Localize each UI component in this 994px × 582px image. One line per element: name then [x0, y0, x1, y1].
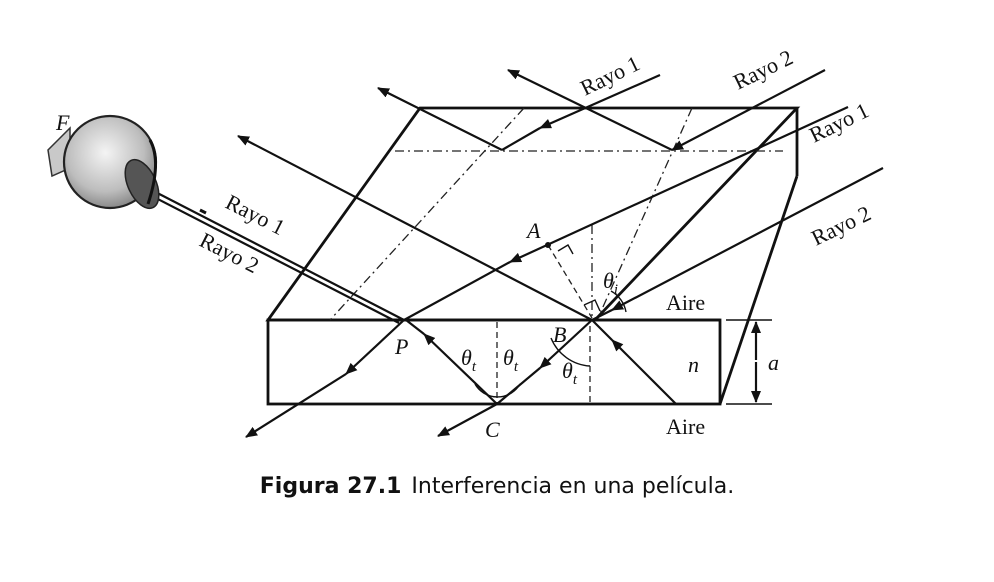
wavefront-a-b	[547, 244, 593, 319]
ray2-reflected-at-c	[423, 333, 498, 405]
ray1-refracted-at-p	[345, 319, 405, 375]
label-ray2-right: Rayo 2	[807, 200, 875, 250]
transmitted-at-c	[437, 403, 498, 437]
figure-caption: Figura 27.1 Interferencia en una película…	[0, 474, 994, 499]
label-focus: F	[55, 110, 70, 135]
label-point-p: P	[394, 334, 408, 359]
film-slab	[265, 106, 801, 406]
inner-ray-to-b	[611, 339, 677, 405]
label-index-n: n	[688, 352, 699, 377]
label-theta-t-b: θt	[562, 358, 578, 388]
right-angle-mark-a	[557, 244, 574, 255]
ray2-incident-top	[671, 69, 826, 151]
caption-number: Figura 27.1	[259, 474, 402, 499]
label-theta-t-left: θt	[461, 345, 477, 375]
label-point-b: B	[553, 322, 566, 347]
label-point-a: A	[525, 218, 541, 243]
ray2-reflected-top	[507, 69, 673, 151]
inner-ray-to-b-end	[591, 319, 613, 341]
label-ray1-top: Rayo 1	[576, 50, 644, 100]
label-ray2-top: Rayo 2	[729, 44, 797, 94]
top-face-diagonal-left	[329, 107, 525, 321]
label-point-c: C	[485, 417, 500, 442]
eye-retina	[146, 139, 158, 205]
ray2-incident	[611, 167, 884, 311]
eye-icon	[47, 114, 160, 210]
slab-front-face	[266, 318, 722, 406]
ray-tick	[199, 208, 207, 215]
labels: Rayo 1 Rayo 2 Rayo 1 Rayo 2 Rayo 1 Rayo …	[55, 44, 875, 442]
ray2-reflected-at-b	[237, 135, 593, 321]
ray1-incident-top	[539, 73, 661, 130]
angle-arc-theta-i	[610, 290, 627, 313]
slab-back-bottom-edge	[718, 175, 799, 405]
label-theta-i: θi	[603, 268, 618, 298]
ray2-refracted-to-c	[496, 367, 541, 405]
label-theta-t-right: θt	[503, 345, 519, 375]
ray1-incident-top-b	[501, 127, 541, 151]
caption-text: Interferencia en una película.	[411, 474, 735, 499]
label-air-top: Aire	[666, 290, 705, 315]
right-angle-mark-b	[583, 299, 601, 312]
label-thickness: a	[768, 350, 779, 375]
ray2-refracted-down	[539, 319, 593, 369]
ray1-incident	[509, 106, 849, 263]
ray1-incident-to-p	[403, 261, 511, 321]
ray2-to-p	[405, 319, 425, 335]
angle-arc-theta-t-b	[550, 337, 591, 367]
ray1-reflected-top	[377, 87, 503, 151]
label-ray1-right: Rayo 1	[805, 97, 873, 147]
ray2-incident-to-b	[591, 309, 613, 321]
rays	[71, 69, 884, 438]
label-air-bottom: Aire	[666, 414, 705, 439]
transmitted-below-p	[245, 373, 347, 438]
